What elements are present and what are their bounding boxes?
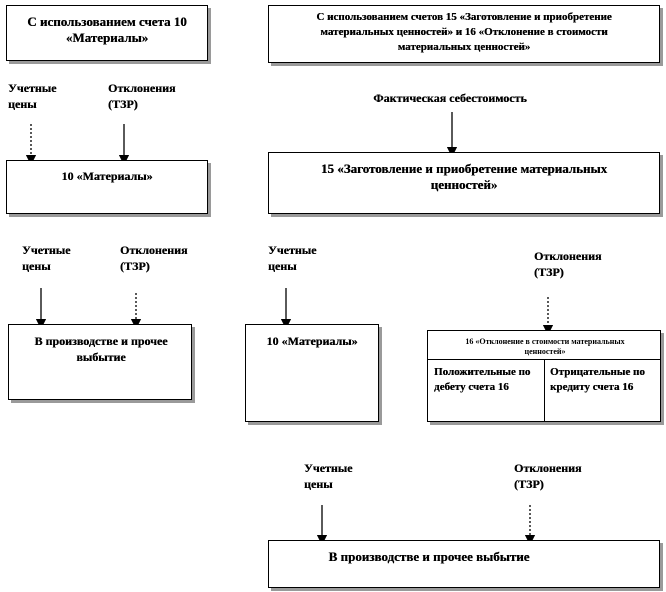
bottom-production-text: В производстве и прочее выбытие xyxy=(328,549,530,564)
right-account16-table: 16 «Отклонение в стоимости материальных … xyxy=(427,330,661,422)
left-production-text: В производстве и прочее выбытие xyxy=(34,334,168,364)
account16-credit-cell: Отрицательные по кредиту счета 16 xyxy=(550,366,645,393)
left-label-prices-2: Учетные цены xyxy=(22,243,71,273)
right-header-text: С использованием счетов 15 «Заготовление… xyxy=(316,11,612,53)
right-label-prices: Учетные цены xyxy=(268,243,317,273)
left-account10-text: 10 «Материалы» xyxy=(61,169,153,183)
right-account10-box: 10 «Материалы» xyxy=(245,324,379,422)
bottom-label-prices: Учетные цены xyxy=(304,461,353,491)
right-account10-text: 10 «Материалы» xyxy=(266,334,358,348)
right-header-box: С использованием счетов 15 «Заготовление… xyxy=(268,5,660,63)
bottom-label-deviations: Отклонения (ТЗР) xyxy=(514,461,582,491)
left-label-deviations-2: Отклонения (ТЗР) xyxy=(120,243,188,273)
account16-divider-vertical xyxy=(544,359,545,421)
left-account10-box: 10 «Материалы» xyxy=(6,160,208,214)
account16-debit-cell: Положительные по дебету счета 16 xyxy=(434,366,531,393)
left-label-prices: Учетные цены xyxy=(8,81,57,111)
right-account15-text: 15 «Заготовление и приобретение материал… xyxy=(320,161,608,192)
right-label-deviations: Отклонения (ТЗР) xyxy=(534,249,602,279)
bottom-production-box: В производстве и прочее выбытие xyxy=(268,540,660,588)
right-actual-cost-label: Фактическая себестоимость xyxy=(373,91,527,105)
left-header-text: С использованием счета 10 «Материалы» xyxy=(27,14,187,45)
right-account15-box: 15 «Заготовление и приобретение материал… xyxy=(268,152,660,214)
left-header-box: С использованием счета 10 «Материалы» xyxy=(6,5,208,61)
right-account16-title: 16 «Отклонение в стоимости материальных … xyxy=(465,337,625,356)
left-label-deviations: Отклонения (ТЗР) xyxy=(108,81,176,111)
left-production-box: В производстве и прочее выбытие xyxy=(8,324,192,400)
